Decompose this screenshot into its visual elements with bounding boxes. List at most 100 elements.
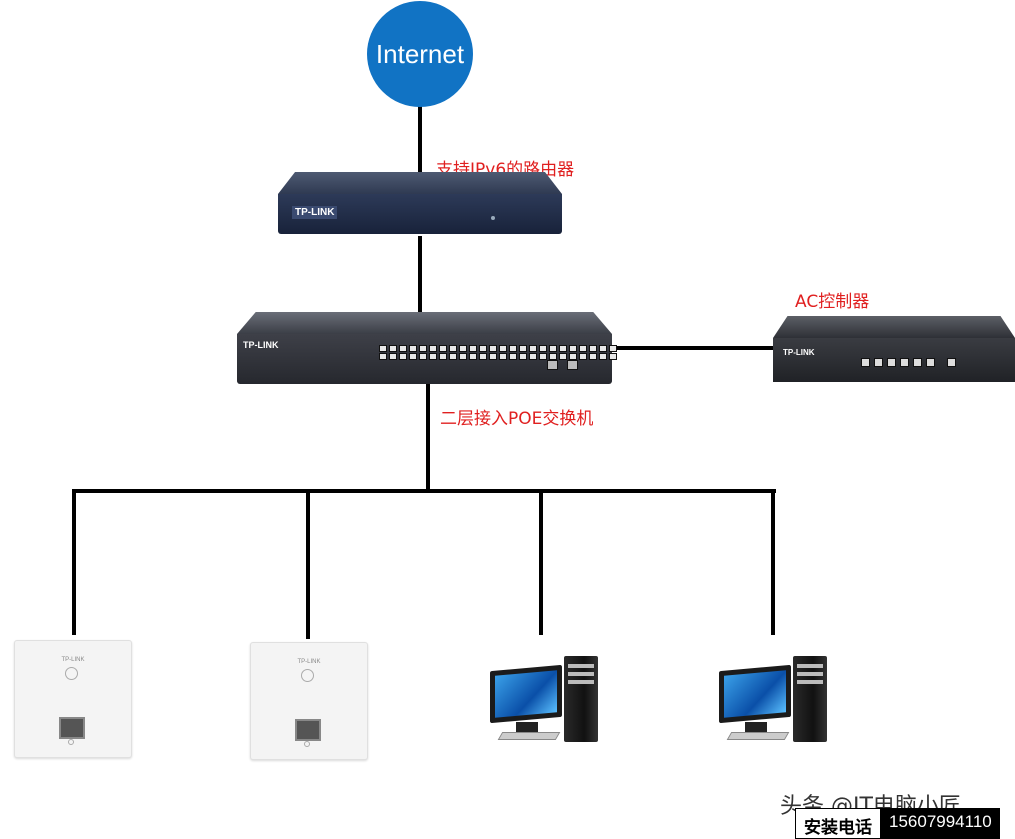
switch-port	[589, 353, 597, 360]
switch-port	[399, 345, 407, 352]
ap-brand: TP-LINK	[297, 659, 321, 665]
ac-port	[887, 358, 896, 367]
switch-sfp-port	[567, 360, 578, 370]
drop-ap-2	[306, 489, 310, 639]
ap-reset-hole	[304, 741, 310, 747]
ap-status-light	[65, 667, 78, 680]
router-top	[278, 172, 562, 194]
ap-reset-hole	[68, 739, 74, 745]
router-brand: TP-LINK	[292, 206, 338, 219]
switch-port	[549, 345, 557, 352]
ac-port	[926, 358, 935, 367]
switch-port	[499, 353, 507, 360]
router-led	[491, 216, 495, 220]
switch-label: 二层接入POE交换机	[440, 409, 594, 429]
switch-port	[589, 345, 597, 352]
switch-port	[429, 353, 437, 360]
switch-port	[389, 345, 397, 352]
ap-ethernet-port	[59, 717, 85, 739]
ap-ethernet-port	[295, 719, 321, 741]
keyboard-icon	[726, 732, 790, 740]
ac-controller-label: AC控制器	[795, 292, 870, 312]
switch-port	[449, 353, 457, 360]
switch-port	[579, 345, 587, 352]
hotline-banner: 安装电话 15607994110	[795, 808, 1000, 839]
switch-port	[419, 345, 427, 352]
switch-top	[237, 312, 612, 334]
ap-brand: TP-LINK	[61, 657, 85, 663]
switch-port	[459, 353, 467, 360]
switch-port	[539, 345, 547, 352]
switch-port	[609, 345, 617, 352]
switch-ports	[379, 345, 617, 360]
switch-port	[439, 345, 447, 352]
switch-port	[489, 345, 497, 352]
monitor-icon	[719, 664, 791, 724]
ac-brand: TP-LINK	[783, 348, 815, 357]
switch-port	[429, 345, 437, 352]
switch-port	[449, 345, 457, 352]
switch-port	[389, 353, 397, 360]
ac-port	[874, 358, 883, 367]
switch-sfp-port	[547, 360, 558, 370]
switch-port	[479, 353, 487, 360]
monitor-icon	[490, 664, 562, 724]
drop-pc-1	[539, 489, 543, 635]
switch-port	[509, 353, 517, 360]
monitor-stand	[745, 722, 767, 732]
hotline-label: 安装电话	[795, 808, 881, 839]
switch-brand: TP-LINK	[243, 340, 279, 350]
ap-status-light	[301, 669, 314, 682]
switch-port	[519, 353, 527, 360]
switch-port	[379, 353, 387, 360]
switch-port	[529, 345, 537, 352]
link-internet-router	[418, 106, 422, 173]
switch-port	[529, 353, 537, 360]
monitor-stand	[516, 722, 538, 732]
switch-port	[609, 353, 617, 360]
switch-port	[569, 353, 577, 360]
drop-pc-2	[771, 489, 775, 635]
ac-port	[913, 358, 922, 367]
switch-port	[599, 353, 607, 360]
link-router-switch	[418, 236, 422, 313]
ac-top	[773, 316, 1015, 338]
switch-port	[419, 353, 427, 360]
switch-port	[499, 345, 507, 352]
router-device: TP-LINK	[278, 172, 562, 236]
switch-port	[559, 353, 567, 360]
switch-port	[519, 345, 527, 352]
switch-port	[509, 345, 517, 352]
switch-port	[549, 353, 557, 360]
ac-port	[947, 358, 956, 367]
pc-tower-icon	[793, 656, 827, 742]
switch-port	[599, 345, 607, 352]
internet-label: Internet	[375, 38, 465, 69]
switch-port	[559, 345, 567, 352]
switch-port	[409, 353, 417, 360]
drop-ap-1	[72, 489, 76, 635]
hotline-number: 15607994110	[881, 808, 1000, 839]
switch-port	[409, 345, 417, 352]
switch-port	[379, 345, 387, 352]
ac-controller-device: TP-LINK	[773, 316, 1015, 384]
switch-port	[469, 353, 477, 360]
switch-port	[399, 353, 407, 360]
link-switch-bus	[426, 384, 430, 492]
link-switch-ac	[612, 346, 774, 350]
switch-port	[439, 353, 447, 360]
switch-port	[539, 353, 547, 360]
desktop-computer	[717, 656, 827, 744]
switch-port	[459, 345, 467, 352]
wall-access-point: TP-LINK	[14, 640, 132, 758]
ac-port	[861, 358, 870, 367]
internet-node: Internet	[367, 1, 473, 107]
bus-horizontal	[72, 489, 776, 493]
switch-port	[579, 353, 587, 360]
wall-access-point: TP-LINK	[250, 642, 368, 760]
pc-tower-icon	[564, 656, 598, 742]
switch-port	[469, 345, 477, 352]
switch-port	[479, 345, 487, 352]
keyboard-icon	[497, 732, 561, 740]
desktop-computer	[488, 656, 598, 744]
